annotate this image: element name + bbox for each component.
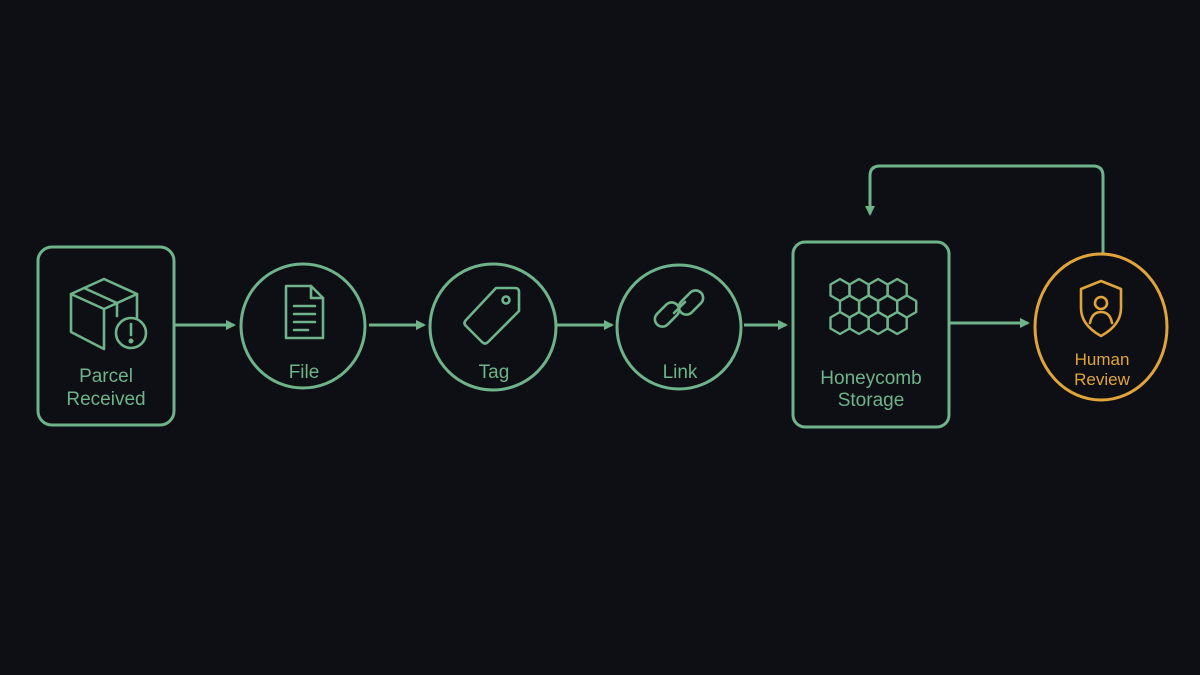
node-file: File — [239, 262, 367, 390]
node-human-review-line2: Review — [1074, 370, 1130, 389]
honeycomb-cell — [886, 310, 908, 336]
node-honeycomb-storage: Honeycomb Storage — [791, 240, 951, 429]
node-human-review: Human Review — [1033, 252, 1169, 402]
node-honeycomb-storage-line2: Storage — [838, 390, 905, 411]
node-parcel-received-line2: Received — [66, 389, 145, 410]
node-human-review-line1: Human — [1075, 350, 1130, 369]
node-parcel-received-line1: Parcel — [79, 366, 133, 387]
node-honeycomb-storage-line1: Honeycomb — [820, 368, 921, 389]
shield-user-icon — [1079, 279, 1123, 338]
node-parcel-received: Parcel Received — [36, 245, 176, 427]
honeycomb-cell — [848, 310, 870, 336]
arrow-review-to-storage — [865, 164, 1105, 254]
honeycomb-cell — [867, 310, 889, 336]
node-tag-label: Tag — [479, 362, 510, 383]
connectors — [174, 164, 1105, 330]
node-link: Link — [615, 263, 743, 391]
package-alert-icon — [69, 277, 148, 351]
node-tag: Tag — [428, 262, 558, 392]
node-link-label: Link — [663, 362, 698, 383]
tag-icon — [463, 286, 521, 345]
honeycomb-icon — [829, 277, 918, 336]
honeycomb-cell — [829, 310, 851, 336]
node-file-label: File — [289, 362, 320, 383]
document-icon — [284, 284, 325, 340]
chain-link-icon — [653, 289, 705, 328]
